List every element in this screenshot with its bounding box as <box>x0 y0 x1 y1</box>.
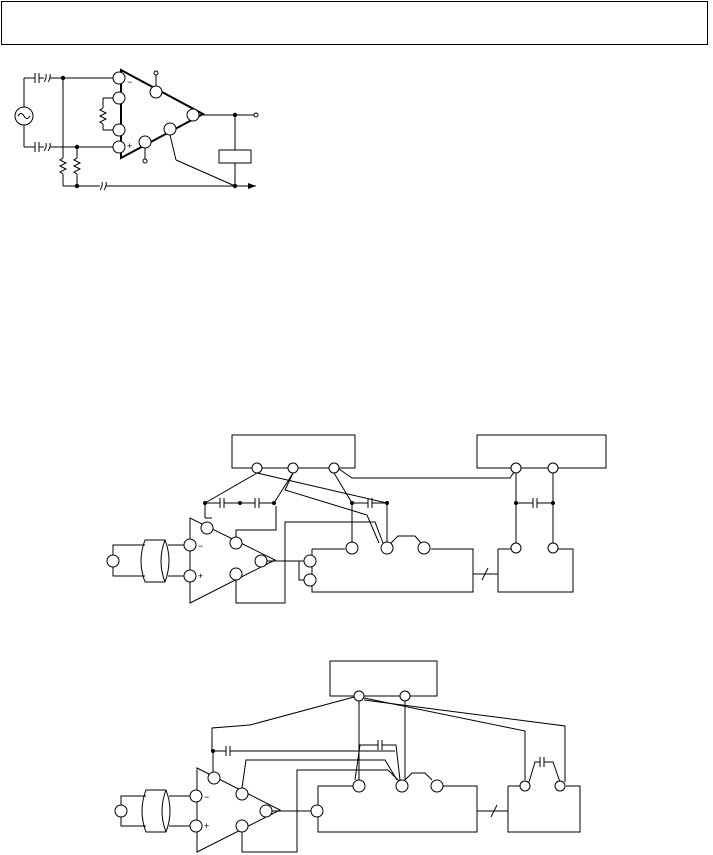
inverting-input-label: − <box>198 541 203 551</box>
header-box <box>1 1 708 45</box>
noninverting-input-label: + <box>204 821 209 831</box>
signal-source <box>106 554 120 568</box>
bias-resistor <box>58 157 68 175</box>
figure-c-schematic: − + <box>114 660 581 853</box>
figure-b-schematic: − + <box>106 434 607 604</box>
shielded-cable <box>141 789 171 833</box>
load-box <box>218 149 252 164</box>
top-box <box>329 660 438 697</box>
inverting-input-label: − <box>204 792 209 802</box>
top-right-box <box>476 434 607 469</box>
noninverting-input-label: + <box>198 571 203 581</box>
break-symbol <box>43 73 51 83</box>
inverting-input-label: − <box>127 77 132 87</box>
arrow-icon <box>248 183 256 189</box>
sine-wave-icon <box>17 113 31 119</box>
shielded-cable <box>140 539 170 583</box>
noninverting-input-label: + <box>127 141 132 151</box>
figure-a-schematic: − + <box>14 68 259 191</box>
